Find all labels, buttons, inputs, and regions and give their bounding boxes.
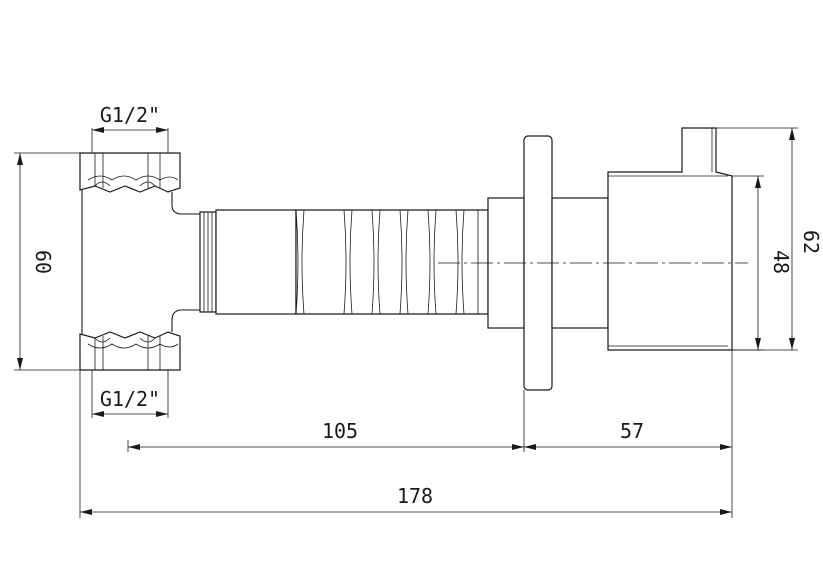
height-left-label: 60 (31, 250, 55, 274)
stem-shaft (199, 209, 489, 315)
thread-bottom-label: G1/2" (100, 387, 160, 411)
diameter-handle-label: 48 (769, 250, 793, 274)
dim-length-total: 178 (79, 370, 732, 518)
valve-body (79, 152, 200, 371)
length-handle-label: 57 (620, 419, 644, 443)
dim-thread-bottom: G1/2" (91, 370, 169, 418)
dim-diameter-handle: 48 (732, 175, 793, 351)
length-total-label: 178 (397, 484, 433, 508)
length-stem-label: 105 (322, 419, 358, 443)
dim-length-stem: 105 (127, 390, 525, 452)
handle (607, 127, 733, 351)
dim-height-handle: 62 (716, 127, 823, 351)
height-handle-label: 62 (799, 230, 823, 254)
thread-top-label: G1/2" (100, 103, 160, 127)
dim-length-handle: 57 (524, 350, 733, 518)
dim-thread-top: G1/2" (91, 103, 169, 153)
dim-height-left: 60 (14, 152, 80, 371)
